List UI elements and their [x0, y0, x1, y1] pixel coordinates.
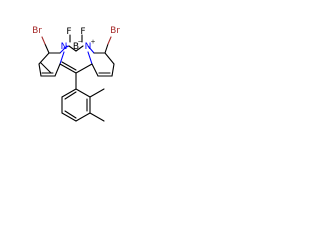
- bond-meso-right: [75, 63, 93, 74]
- bond-b-center: [68, 45, 77, 52]
- bond-c-c-left-3b: [38, 63, 42, 77]
- atom-f-left: F: [66, 27, 71, 37]
- bond-c-c-right-2: [104, 52, 115, 65]
- bond-methyl-2: [89, 112, 105, 122]
- atom-br-left: Br: [32, 26, 42, 36]
- charge-b-negative: −: [77, 39, 82, 46]
- bond-c-n-right: [87, 51, 93, 65]
- atom-b-center: B: [73, 42, 79, 52]
- atom-n-left: N: [61, 42, 68, 52]
- bond-ar-1: [75, 88, 91, 98]
- bond-ar-6d: [64, 91, 77, 100]
- bond-c-br-right: [107, 36, 112, 45]
- bond-ar-4d: [64, 110, 77, 119]
- bond-methyl-1: [89, 88, 105, 98]
- bond-c-br-right-c: [104, 43, 109, 54]
- bond-c-c-right-5: [91, 63, 99, 77]
- bond-n-b-left: [63, 45, 70, 49]
- bond-c-n-left: [59, 51, 65, 65]
- bond-n-right-c: [87, 45, 95, 54]
- atom-f-right: F: [80, 27, 85, 37]
- bond-meso-left: [59, 63, 77, 74]
- molecule-diagram: Br Br F F B − N N +: [32, 26, 120, 122]
- bond-c-c-left-3: [40, 62, 52, 74]
- bond-b-n-right: [75, 45, 84, 52]
- bond-ar-6: [61, 88, 77, 98]
- bond-c-br-left: [41, 36, 46, 45]
- bond-meso-left-d: [61, 61, 77, 71]
- atom-n-right: N: [85, 42, 92, 52]
- bond-c-c-left-5: [54, 63, 61, 77]
- bond-ar-4: [61, 112, 77, 122]
- charge-n-positive: +: [90, 39, 95, 46]
- atom-br-right: Br: [110, 26, 120, 36]
- bond-c-c-left-2: [38, 52, 50, 65]
- bond-c-c-right-3: [111, 63, 115, 77]
- bond-ar-3: [75, 112, 91, 122]
- bond-c-br-left-c: [44, 43, 50, 54]
